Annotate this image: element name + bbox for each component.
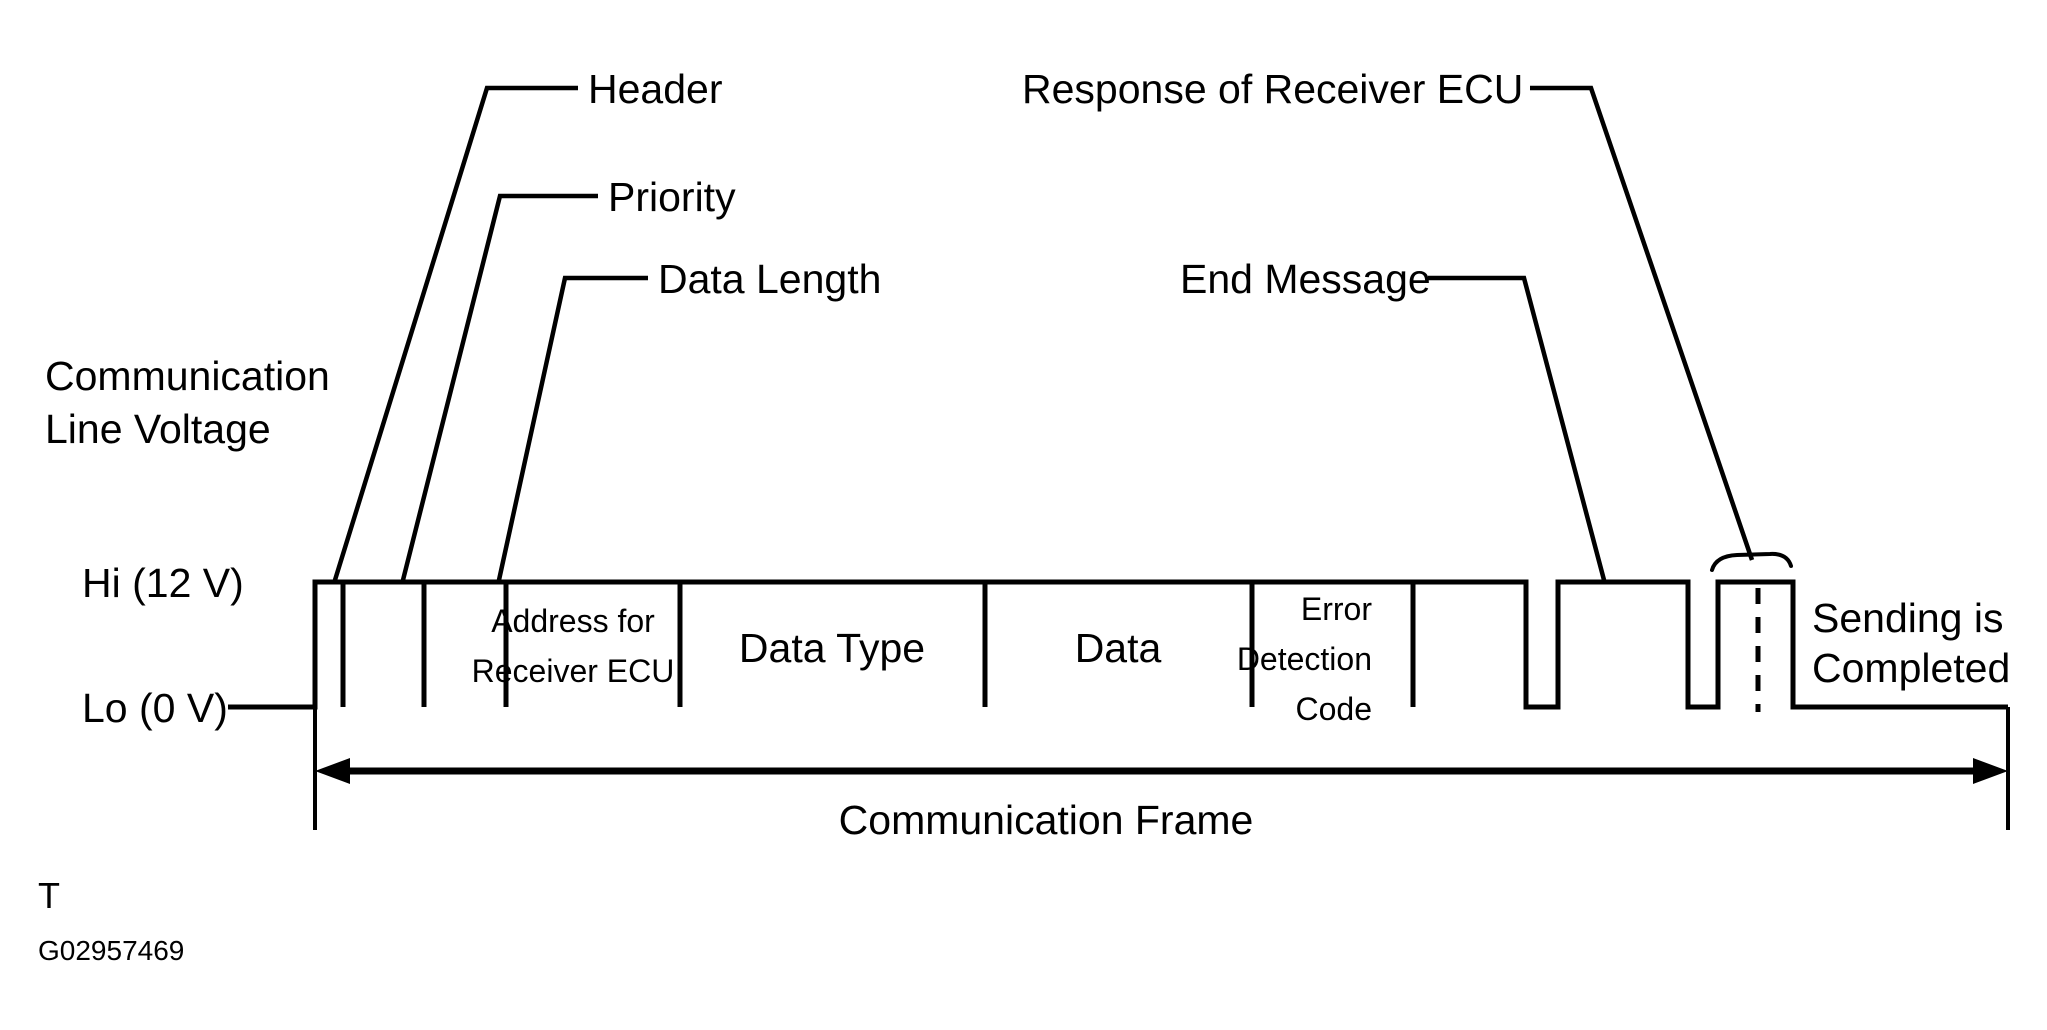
communication-frame-dimension	[315, 758, 2008, 784]
dimension-arrow-left	[315, 758, 350, 784]
axis-side-label-line1: Communication	[45, 353, 330, 399]
callout-label-response: Response of Receiver ECU	[1022, 66, 1523, 112]
frame-cell-dividers	[340, 582, 1416, 707]
hi-voltage-label: Hi (12 V)	[82, 560, 244, 606]
callout-label-header: Header	[588, 66, 722, 112]
callout-label-datalen: Data Length	[658, 256, 881, 302]
dimension-arrow-right	[1973, 758, 2008, 784]
cell-edc-line3: Code	[1296, 691, 1373, 727]
cell-data-label: Data	[1075, 625, 1162, 671]
callout-label-priority: Priority	[608, 174, 736, 220]
sending-completed-line2: Completed	[1812, 645, 2010, 691]
cell-address-line2: Receiver ECU	[472, 653, 675, 689]
leader-header	[332, 85, 578, 581]
leader-response	[1530, 85, 1755, 561]
communication-frame-label: Communication Frame	[839, 797, 1254, 843]
cell-datatype-label: Data Type	[739, 625, 925, 671]
cell-edc-line1: Error	[1301, 591, 1372, 627]
callout-label-endmsg: End Message	[1180, 256, 1431, 302]
cell-edc-line2: Detection	[1237, 641, 1372, 677]
sending-completed-line1: Sending is	[1812, 595, 2003, 641]
leader-endmsg	[1428, 275, 1607, 581]
lo-voltage-label: Lo (0 V)	[82, 685, 228, 731]
cell-address-line1: Address for	[491, 603, 655, 639]
leader-priority	[400, 193, 598, 581]
callout-leaders	[332, 85, 1755, 581]
response-brace	[1710, 551, 1793, 572]
waveform-outline	[228, 579, 2008, 710]
leader-datalen	[496, 275, 648, 581]
figure-mark-t: T	[38, 875, 60, 916]
figure-id: G02957469	[38, 935, 184, 966]
axis-side-label-line2: Line Voltage	[45, 406, 271, 452]
